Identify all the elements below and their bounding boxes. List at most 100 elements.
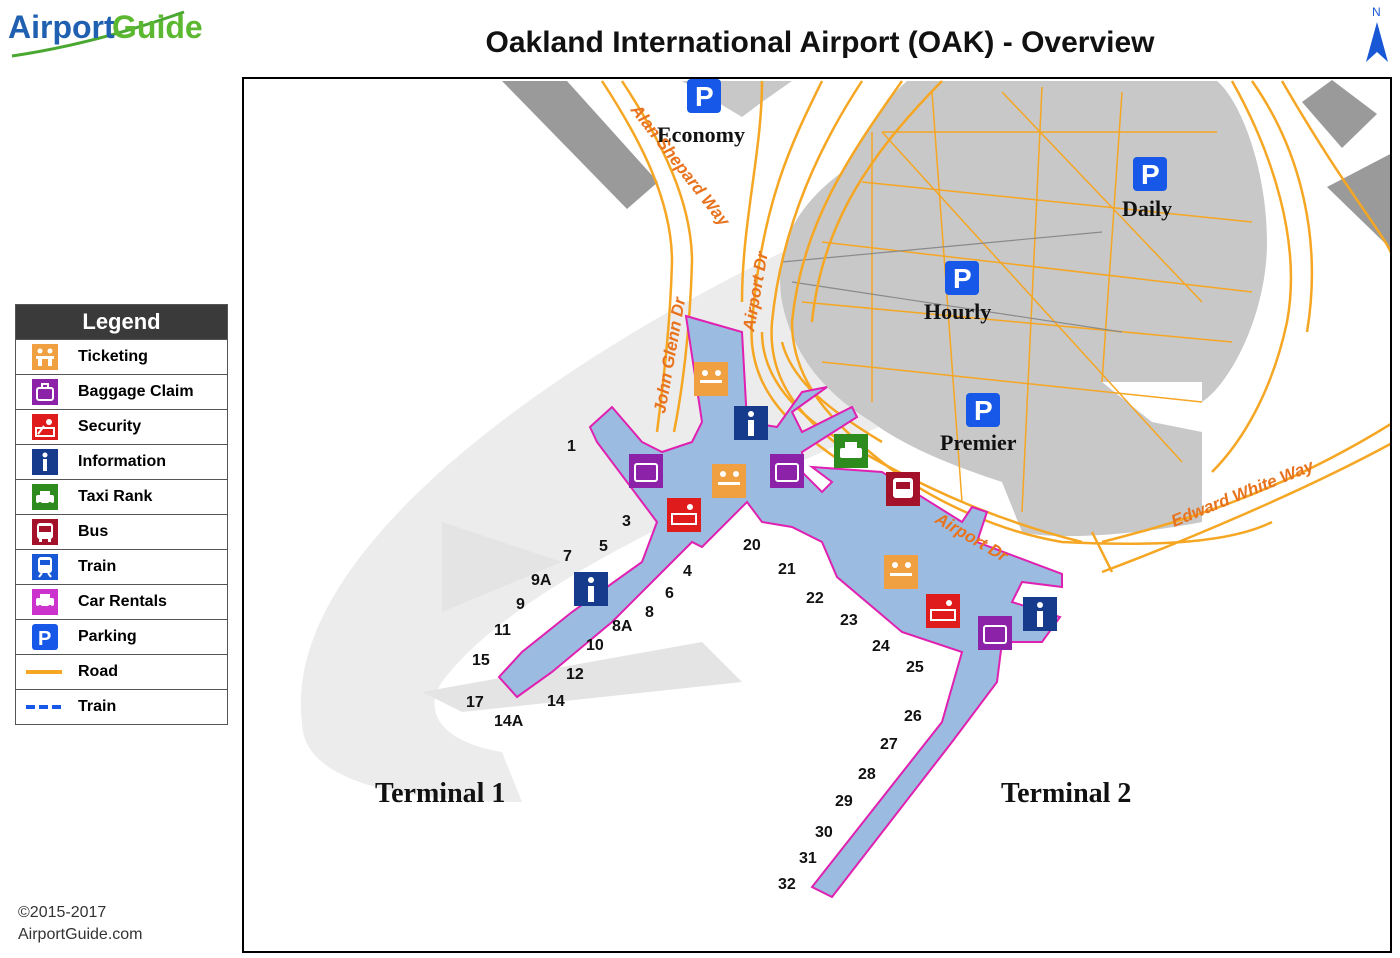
gate-labels: 1 3 5 7 9A 9 11 15 17 14A 14 12 10 8A 8 … xyxy=(466,438,924,893)
terminal-1-label: Terminal 1 xyxy=(375,778,505,809)
gate-label: 14 xyxy=(547,693,565,710)
gate-label: 6 xyxy=(665,585,674,602)
parking-lot-grid xyxy=(801,86,1253,513)
car-rental-icon xyxy=(32,589,58,615)
gate-label: 12 xyxy=(566,666,584,683)
legend-item-car-rentals: Car Rentals xyxy=(16,584,227,619)
gate-label: 28 xyxy=(858,766,876,783)
map-ticketing-icon[interactable] xyxy=(884,555,918,589)
parking-icon: P xyxy=(32,624,58,650)
gate-label: 17 xyxy=(466,694,484,711)
legend-label: Train xyxy=(78,558,117,575)
gate-label: 26 xyxy=(904,708,922,725)
parking-premier-marker[interactable]: P Premier xyxy=(940,393,1017,455)
copyright-years: ©2015-2017 xyxy=(18,904,107,921)
legend-label: Security xyxy=(78,418,142,435)
map-taxi-icon[interactable] xyxy=(834,434,868,468)
baggage-icon xyxy=(32,379,58,405)
map-ticketing-icon[interactable] xyxy=(694,362,728,396)
gate-label: 23 xyxy=(840,612,858,629)
lot-label-daily: Daily xyxy=(1122,196,1172,221)
legend-label: Parking xyxy=(78,628,137,645)
copyright: ©2015-2017 AirportGuide.com xyxy=(18,902,143,946)
legend-item-train-line: Train xyxy=(16,689,227,724)
legend-label: Taxi Rank xyxy=(78,488,153,505)
parking-daily-marker[interactable]: P Daily xyxy=(1122,157,1172,221)
legend-item-taxi: Taxi Rank xyxy=(16,479,227,514)
taxi-icon xyxy=(32,484,58,510)
gate-label: 20 xyxy=(743,537,761,554)
legend-item-information: Information xyxy=(16,444,227,479)
lot-label-economy: Economy xyxy=(657,122,745,147)
legend-label: Baggage Claim xyxy=(78,383,194,400)
map-baggage-icon[interactable] xyxy=(978,616,1012,650)
legend-label: Road xyxy=(78,663,118,680)
legend-item-security: Security xyxy=(16,409,227,444)
lot-label-hourly: Hourly xyxy=(924,299,991,324)
road-line-icon xyxy=(26,670,62,674)
gate-label: 14A xyxy=(494,713,524,730)
legend-label: Train xyxy=(78,698,117,715)
svg-text:N: N xyxy=(1372,5,1381,19)
bus-icon xyxy=(32,519,58,545)
gate-label: 22 xyxy=(806,590,824,607)
map-information-icon[interactable] xyxy=(734,406,768,440)
ticketing-icon xyxy=(32,344,58,370)
legend-title: Legend xyxy=(16,305,227,339)
gate-label: 5 xyxy=(599,538,608,555)
gate-label: 1 xyxy=(567,438,576,455)
legend-item-bus: Bus xyxy=(16,514,227,549)
legend-item-road: Road xyxy=(16,654,227,689)
gate-label: 24 xyxy=(872,638,890,655)
svg-text:P: P xyxy=(1141,159,1160,190)
gate-label: 15 xyxy=(472,652,490,669)
legend-panel: Legend Ticketing Baggage Claim Security … xyxy=(15,304,228,725)
gate-label: 21 xyxy=(778,561,796,578)
north-arrow-icon: N xyxy=(1362,2,1392,64)
legend-label: Car Rentals xyxy=(78,593,167,610)
page-title: Oakland International Airport (OAK) - Ov… xyxy=(485,26,1155,59)
airport-map[interactable]: P Economy P Daily P Hourly P Premier Ala… xyxy=(242,77,1392,953)
map-baggage-icon[interactable] xyxy=(629,454,663,488)
gate-label: 31 xyxy=(799,850,817,867)
roads xyxy=(600,80,1390,574)
svg-text:P: P xyxy=(953,263,972,294)
legend-item-baggage: Baggage Claim xyxy=(16,374,227,409)
security-icon xyxy=(32,414,58,440)
gate-label: 32 xyxy=(778,876,796,893)
legend-label: Information xyxy=(78,453,166,470)
legend-item-ticketing: Ticketing xyxy=(16,339,227,374)
building-northeast xyxy=(1302,80,1377,148)
map-bus-icon[interactable] xyxy=(886,472,920,506)
airportguide-logo[interactable]: Airport Guide xyxy=(4,4,204,64)
map-ticketing-icon[interactable] xyxy=(712,464,746,498)
map-security-icon[interactable] xyxy=(667,498,701,532)
gate-label: 4 xyxy=(683,563,692,580)
information-icon xyxy=(32,449,58,475)
map-information-icon[interactable] xyxy=(574,572,608,606)
gate-label: 7 xyxy=(563,548,572,565)
legend-label: Ticketing xyxy=(78,348,148,365)
train-icon xyxy=(32,554,58,580)
map-information-icon[interactable] xyxy=(1023,597,1057,631)
map-security-icon[interactable] xyxy=(926,594,960,628)
legend-label: Bus xyxy=(78,523,109,540)
gate-label: 27 xyxy=(880,736,898,753)
gate-label: 3 xyxy=(622,513,631,530)
map-baggage-icon[interactable] xyxy=(770,454,804,488)
legend-item-parking: P Parking xyxy=(16,619,227,654)
gate-label: 10 xyxy=(586,637,604,654)
lot-label-premier: Premier xyxy=(940,430,1017,455)
gate-label: 30 xyxy=(815,824,833,841)
svg-text:P: P xyxy=(695,81,714,112)
gate-label: 9 xyxy=(516,596,525,613)
copyright-site: AirportGuide.com xyxy=(18,926,143,943)
svg-text:P: P xyxy=(38,628,51,650)
gate-label: 8 xyxy=(645,604,654,621)
train-line-icon xyxy=(26,705,61,709)
gate-label: 9A xyxy=(531,572,552,589)
parking-hourly-marker[interactable]: P Hourly xyxy=(924,261,991,324)
parking-economy-marker[interactable]: P Economy xyxy=(657,79,745,147)
building-northwest xyxy=(502,81,658,209)
gate-label: 25 xyxy=(906,659,924,676)
